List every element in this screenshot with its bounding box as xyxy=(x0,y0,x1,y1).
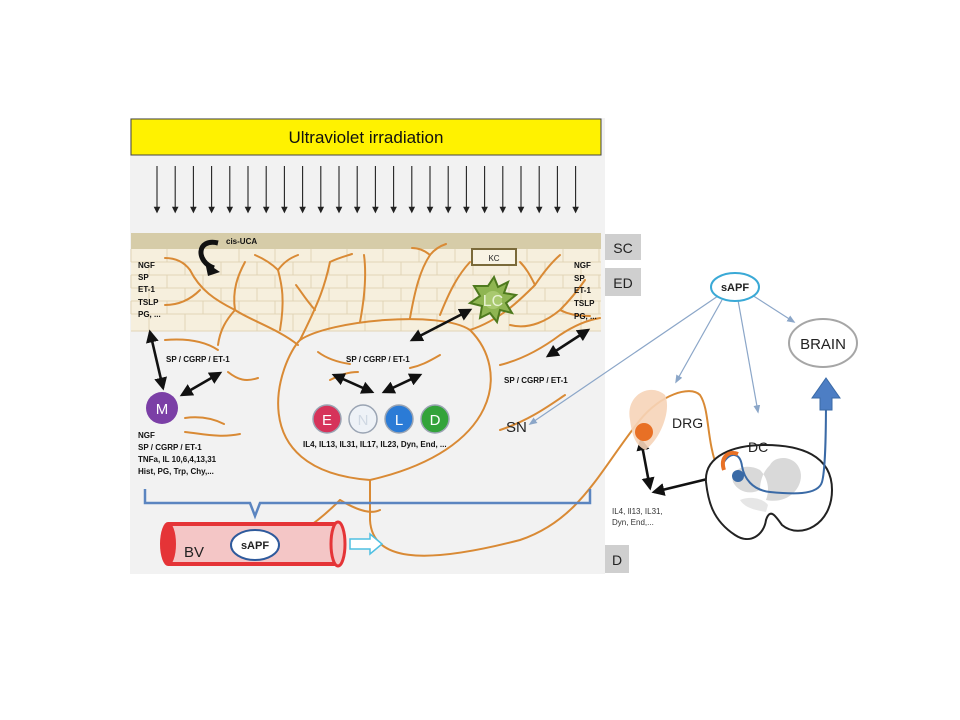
mediator-label-center: SP / CGRP / ET-1 xyxy=(346,355,410,364)
svg-text:TSLP: TSLP xyxy=(574,299,595,308)
dc-connection-path xyxy=(723,394,827,495)
dermis-brace xyxy=(143,489,592,520)
blood-vessel: BV sAPF xyxy=(160,520,384,568)
arrow-mast-nerve xyxy=(179,371,223,397)
arrow-epidermis-mast xyxy=(146,329,167,391)
epidermis xyxy=(131,249,601,331)
layer-tab-sc xyxy=(605,234,641,260)
layer-label-sc: SC xyxy=(613,240,632,256)
uv-banner-title: Ultraviolet irradiation xyxy=(289,128,444,147)
arrow-epidermis-nerve-right xyxy=(545,328,591,358)
svg-text:TSLP: TSLP xyxy=(138,298,159,307)
sapf-vessel-badge xyxy=(230,529,280,561)
sapf-node-label: sAPF xyxy=(721,282,749,294)
epidermal-factors-left: NGF SP ET-1 TSLP PG, ... xyxy=(138,261,161,319)
svg-text:SP / CGRP / ET-1: SP / CGRP / ET-1 xyxy=(138,443,202,452)
drg-products: IL4, Il13, IL31, Dyn, End,... xyxy=(612,507,663,527)
brain-node xyxy=(788,318,858,368)
svg-text:NGF: NGF xyxy=(138,261,155,270)
immune-cell-label: D xyxy=(430,412,441,429)
uv-arrows xyxy=(153,166,579,214)
dorsal-root-ganglion xyxy=(629,389,668,450)
svg-text:TNFa, IL 10,6,4,13,31: TNFa, IL 10,6,4,13,31 xyxy=(138,455,217,464)
mast-cell-products: NGF SP / CGRP / ET-1 TNFa, IL 10,6,4,13,… xyxy=(138,431,217,476)
immune-cell-label: E xyxy=(322,412,332,429)
svg-text:Hist, PG, Trp, Chy,...: Hist, PG, Trp, Chy,... xyxy=(138,467,214,476)
svg-text:NGF: NGF xyxy=(574,261,591,270)
bv-flow-arrow xyxy=(349,532,384,556)
svg-text:ET-1: ET-1 xyxy=(574,286,591,295)
svg-text:ET-1: ET-1 xyxy=(138,285,155,294)
svg-text:SP: SP xyxy=(574,274,585,283)
arrow-nerve-immune-left xyxy=(331,373,375,394)
immune-cell-label: L xyxy=(395,412,403,429)
drg-label: DRG xyxy=(672,415,703,431)
arrow-lc-nerve xyxy=(409,308,473,342)
mast-cell-label: M xyxy=(156,401,169,418)
immune-cell-l: L xyxy=(384,404,414,434)
langerhans-cell: LC xyxy=(467,274,519,325)
immune-cell-e: E xyxy=(312,404,342,434)
svg-text:SP: SP xyxy=(138,273,149,282)
svg-text:NGF: NGF xyxy=(138,431,155,440)
layer-label-d: D xyxy=(612,552,622,568)
ascending-arrow xyxy=(811,377,841,411)
dc-neuron xyxy=(732,470,744,482)
brain-label: BRAIN xyxy=(800,336,846,353)
svg-text:Dyn, End,...: Dyn, End,... xyxy=(612,518,654,527)
sn-label: SN xyxy=(506,419,527,436)
mediator-label-left: SP / CGRP / ET-1 xyxy=(166,355,230,364)
svg-text:PG, ...: PG, ... xyxy=(574,312,597,321)
sapf-node xyxy=(710,272,760,302)
epidermal-factors-right: NGF SP ET-1 TSLP PG, ... xyxy=(574,261,597,321)
sapf-arrows xyxy=(528,294,796,425)
keratinocyte-box xyxy=(471,248,517,266)
lc-label: LC xyxy=(483,293,503,310)
layer-label-ed: ED xyxy=(613,275,632,291)
bv-label: BV xyxy=(184,544,204,561)
uv-banner xyxy=(130,118,602,156)
sapf-vessel-label: sAPF xyxy=(241,540,269,552)
mast-cell xyxy=(146,392,178,424)
stratum-corneum xyxy=(131,233,601,249)
dc-label: DC xyxy=(748,439,768,455)
arrow-nerve-immune-right xyxy=(381,373,423,394)
svg-text:IL4, Il13, IL31,: IL4, Il13, IL31, xyxy=(612,507,663,516)
cis-uca-label: cis-UCA xyxy=(226,237,257,246)
layer-tab-ed xyxy=(605,268,641,296)
kc-label: KC xyxy=(488,254,499,263)
immune-cell-d: D xyxy=(420,404,450,434)
immune-products: IL4, IL13, IL31, IL17, IL23, Dyn, End, .… xyxy=(303,440,447,449)
immune-cell-n: N xyxy=(348,404,378,434)
immune-cell-label: N xyxy=(358,412,369,429)
dc-nerve-terminal xyxy=(721,451,739,471)
svg-text:PG, ...: PG, ... xyxy=(138,310,161,319)
mediator-label-right: SP / CGRP / ET-1 xyxy=(504,376,568,385)
layer-tab-d xyxy=(605,545,629,573)
